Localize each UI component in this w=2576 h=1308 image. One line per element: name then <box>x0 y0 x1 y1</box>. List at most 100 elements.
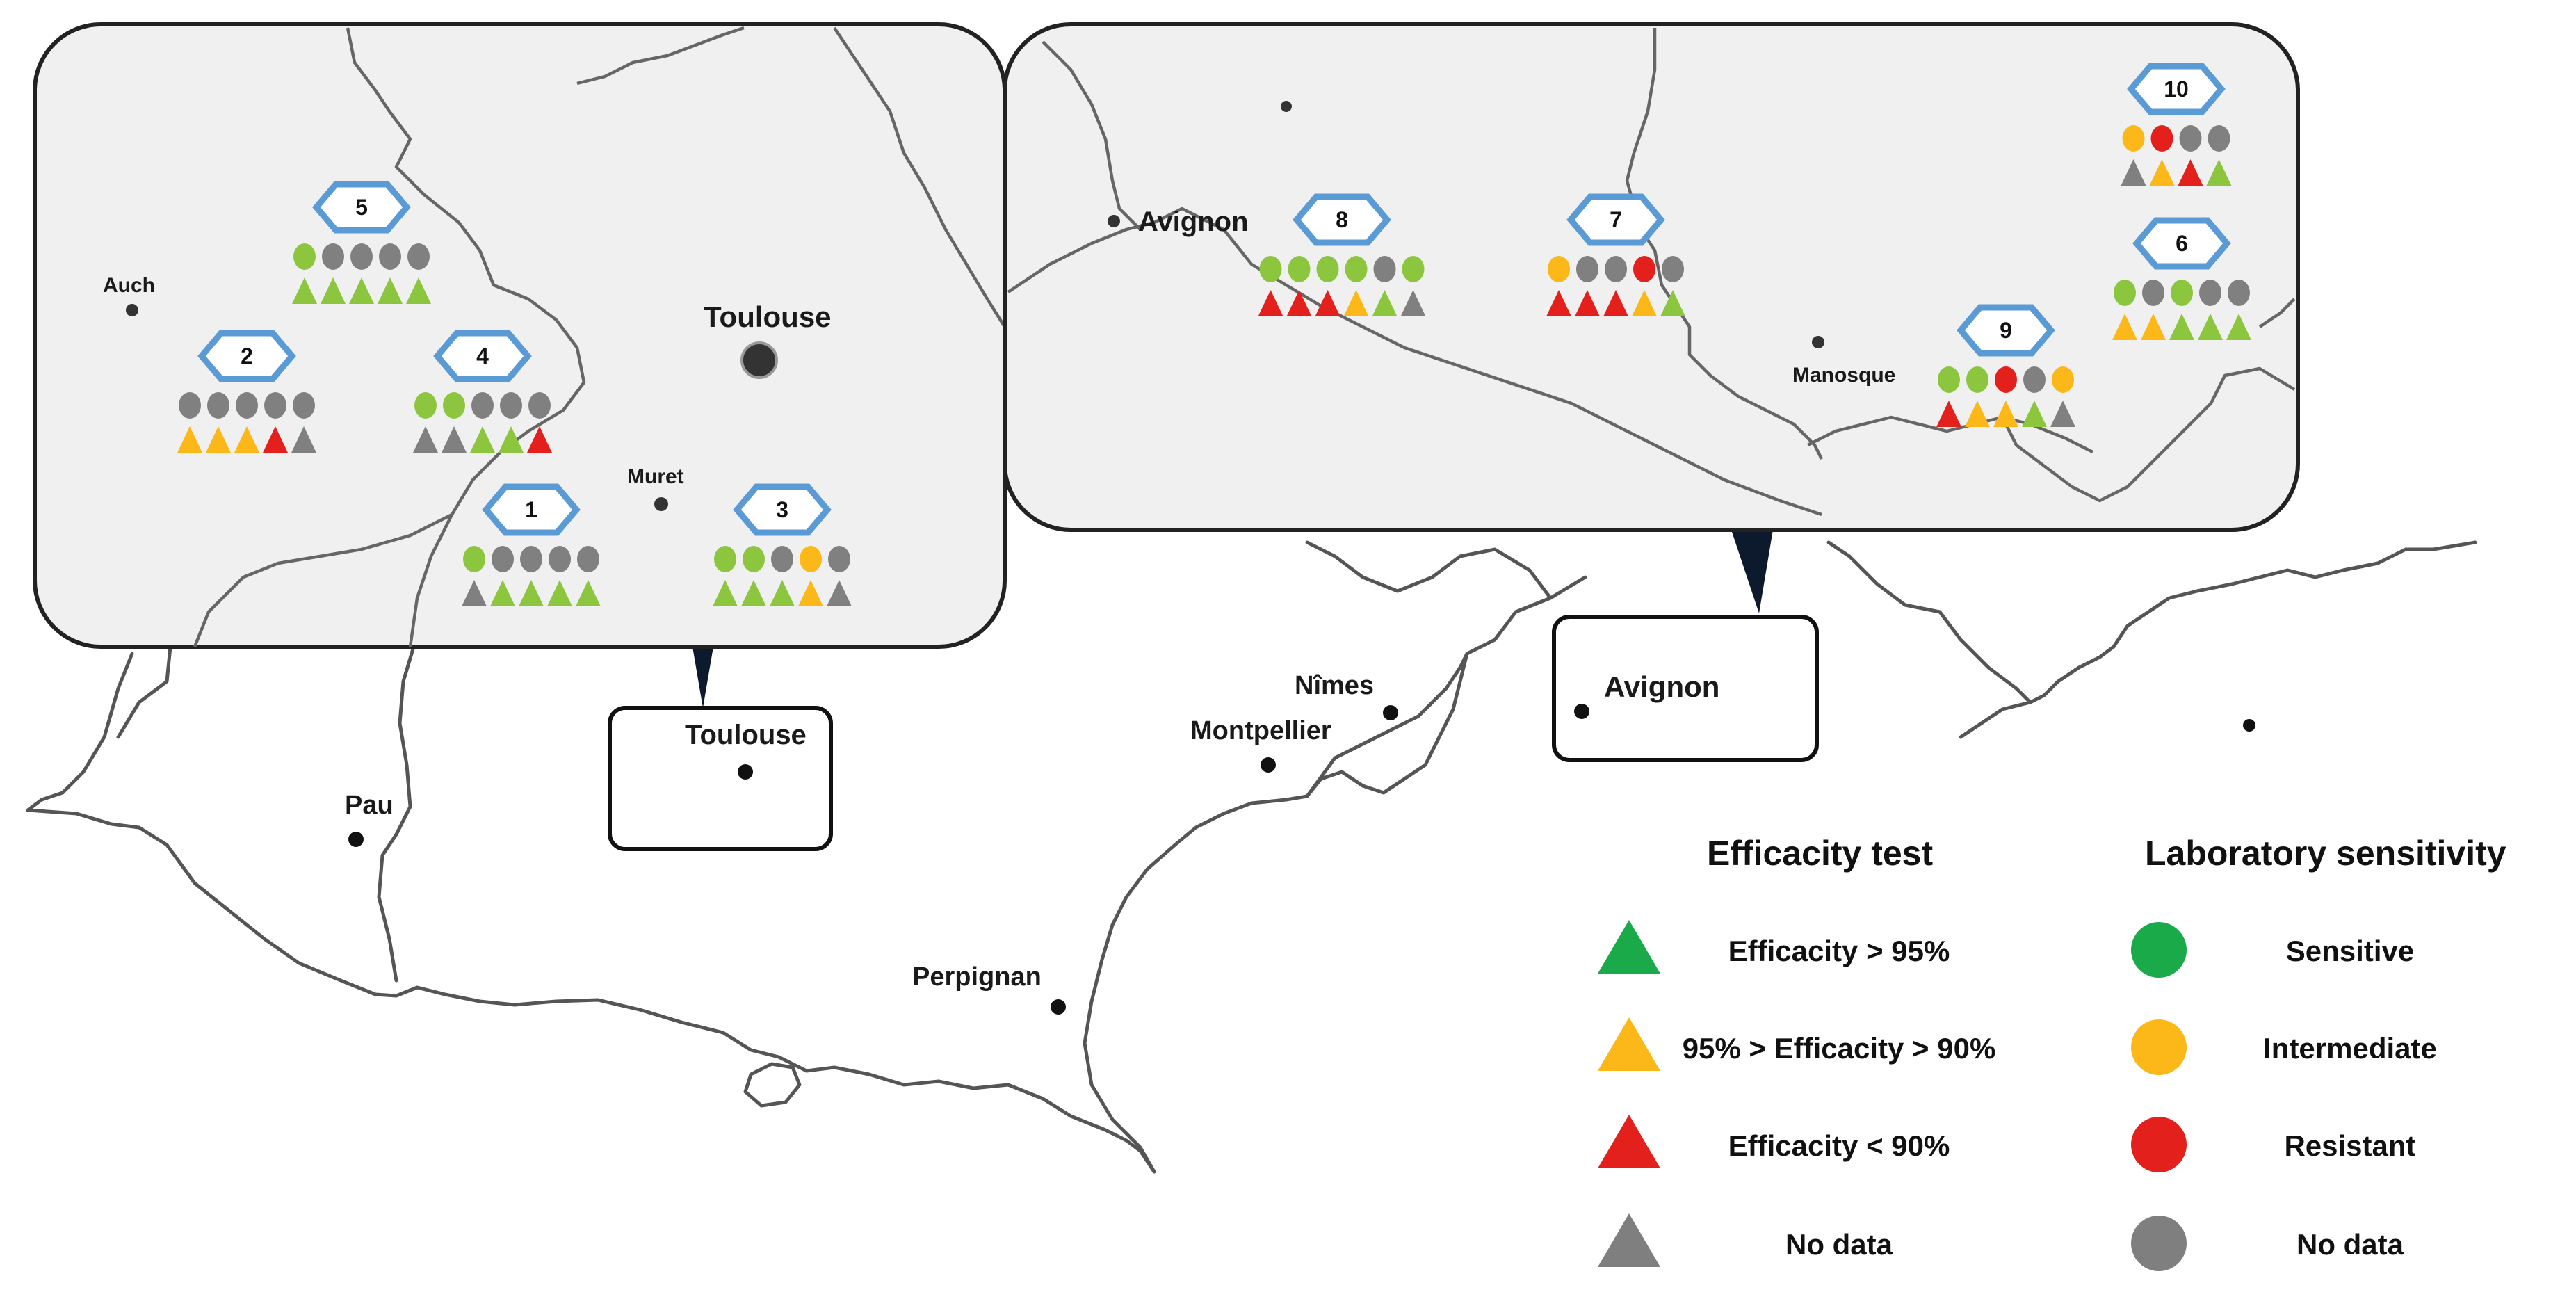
legend-triangle-icon <box>1598 1213 1660 1267</box>
lab-sensitivity-dot-no_data <box>771 546 793 572</box>
efficacy-triangle-intermediate <box>1343 290 1369 316</box>
efficacy-triangle-sensitive <box>490 580 515 606</box>
efficacy-triangle-no_data <box>413 426 438 453</box>
lab-sensitivity-dot-no_data <box>293 392 315 419</box>
efficacy-triangle-no_data <box>442 426 467 453</box>
efficacy-triangle-sensitive <box>292 277 317 304</box>
site-number: 4 <box>476 344 489 369</box>
lab-sensitivity-dot-resistant <box>2150 125 2173 152</box>
lab-sensitivity-dot-no_data <box>1605 256 1627 282</box>
city-label-avignon-inset: Avignon <box>1138 207 1249 237</box>
efficacy-triangle-no_data <box>2050 401 2075 427</box>
lab-sensitivity-dot-sensitive <box>293 243 316 270</box>
site-marker-2: 2 <box>177 330 316 453</box>
lab-sensitivity-dot-no_data <box>236 392 258 419</box>
efficacy-triangle-resistant <box>1546 290 1571 316</box>
site-marker-1: 1 <box>462 483 601 606</box>
efficacy-triangle-resistant <box>1575 290 1600 316</box>
site-marker-7: 7 <box>1546 193 1685 316</box>
efficacy-triangle-resistant <box>1936 401 1961 427</box>
city-dot-east <box>2243 719 2255 732</box>
city-label-manosque: Manosque <box>1792 364 1895 387</box>
city-dot-avignon-inset <box>1108 215 1120 227</box>
efficacy-triangle-intermediate <box>2141 314 2166 340</box>
city-label-avignon-main: Avignon <box>1604 670 1719 703</box>
efficacy-triangle-resistant <box>1258 290 1283 316</box>
coastline-west <box>26 652 134 812</box>
city-dot-north <box>1281 101 1292 112</box>
site-marker-8: 8 <box>1258 193 1426 316</box>
efficacy-triangle-intermediate <box>1993 401 2018 427</box>
lab-sensitivity-dot-sensitive <box>414 392 437 419</box>
lab-sensitivity-dot-no_data <box>828 546 850 572</box>
legend-triangle-icon <box>1598 1017 1660 1071</box>
spain-border <box>26 808 1156 1174</box>
efficacy-triangle-sensitive <box>576 580 601 606</box>
site-number: 6 <box>2176 231 2188 256</box>
city-dot-nimes <box>1383 705 1398 720</box>
callout-frame-toulouse <box>608 706 833 851</box>
inset-toulouse-borders <box>193 26 1006 647</box>
city-dot-perpignan <box>1051 999 1066 1015</box>
lab-sensitivity-dot-no_data <box>1576 256 1598 282</box>
efficacy-triangle-sensitive <box>470 426 495 453</box>
city-label-perpignan: Perpignan <box>912 962 1042 992</box>
site-number: 1 <box>525 497 537 522</box>
site-hexagon <box>197 330 296 382</box>
inset-frame-toulouse <box>33 22 1007 649</box>
city-label-muret: Muret <box>627 465 684 488</box>
lab-sensitivity-dot-intermediate <box>1548 256 1570 282</box>
callout-frame-avignon <box>1552 615 1819 762</box>
site-number: 7 <box>1610 207 1622 232</box>
inset-avignon-line-f <box>2258 298 2296 328</box>
efficacy-triangle-no_data <box>2121 159 2146 186</box>
efficacy-triangle-intermediate <box>798 580 823 606</box>
lab-sensitivity-dot-no_data <box>2208 125 2230 152</box>
lab-sensitivity-dot-sensitive <box>714 546 736 572</box>
efficacy-triangle-sensitive <box>770 580 795 606</box>
legend-efficacity-items: Efficacity > 95%95% > Efficacity > 90%Ef… <box>1598 920 1995 1267</box>
internal-border-north-2 <box>1465 575 1587 656</box>
site-marker-3: 3 <box>713 483 852 606</box>
efficacy-triangle-resistant <box>2178 159 2203 186</box>
legend-sensitivity-label: Resistant <box>2284 1129 2415 1162</box>
lab-sensitivity-dot-resistant <box>1995 366 2017 393</box>
inset-avignon-line-b <box>1007 207 1822 517</box>
site-hexagon <box>733 483 832 536</box>
efficacy-triangle-sensitive <box>741 580 766 606</box>
inset-avignon-line-e <box>2000 366 2296 503</box>
city-dot-muret <box>654 497 668 511</box>
lab-sensitivity-dot-sensitive <box>1288 256 1311 282</box>
efficacy-triangle-intermediate <box>1632 290 1657 316</box>
lab-sensitivity-dot-resistant <box>1633 256 1655 282</box>
efficacy-triangle-resistant <box>1315 290 1340 316</box>
efficacy-triangle-sensitive <box>378 277 403 304</box>
efficacy-triangle-sensitive <box>2022 401 2047 427</box>
site-hexagon <box>2132 217 2231 270</box>
legend-efficacity-label: 95% > Efficacity > 90% <box>1683 1032 1996 1065</box>
legend-sensitivity-label: No data <box>2296 1228 2404 1261</box>
efficacy-triangle-sensitive <box>2169 314 2194 340</box>
lab-sensitivity-dot-intermediate <box>2052 366 2074 393</box>
efficacy-triangle-intermediate <box>1965 401 1990 427</box>
efficacy-triangle-intermediate <box>177 426 202 453</box>
site-number: 10 <box>2164 76 2189 102</box>
efficacy-triangle-resistant <box>1603 290 1628 316</box>
lab-sensitivity-dot-no_data <box>577 546 599 572</box>
inset-avignon-line-d <box>1806 415 2094 454</box>
coastline-var <box>1959 645 2116 739</box>
city-dot-toulouse-inset-ring <box>740 341 778 379</box>
city-label-nimes: Nîmes <box>1295 671 1374 700</box>
city-label-montpellier: Montpellier <box>1190 716 1331 745</box>
inset-avignon-borders <box>1007 28 2296 517</box>
efficacy-triangle-sensitive <box>547 580 572 606</box>
site-number: 8 <box>1336 207 1348 232</box>
lab-sensitivity-dot-sensitive <box>1259 256 1282 282</box>
site-hexagon <box>2127 63 2226 115</box>
inset-toulouse-line-c <box>576 26 745 86</box>
